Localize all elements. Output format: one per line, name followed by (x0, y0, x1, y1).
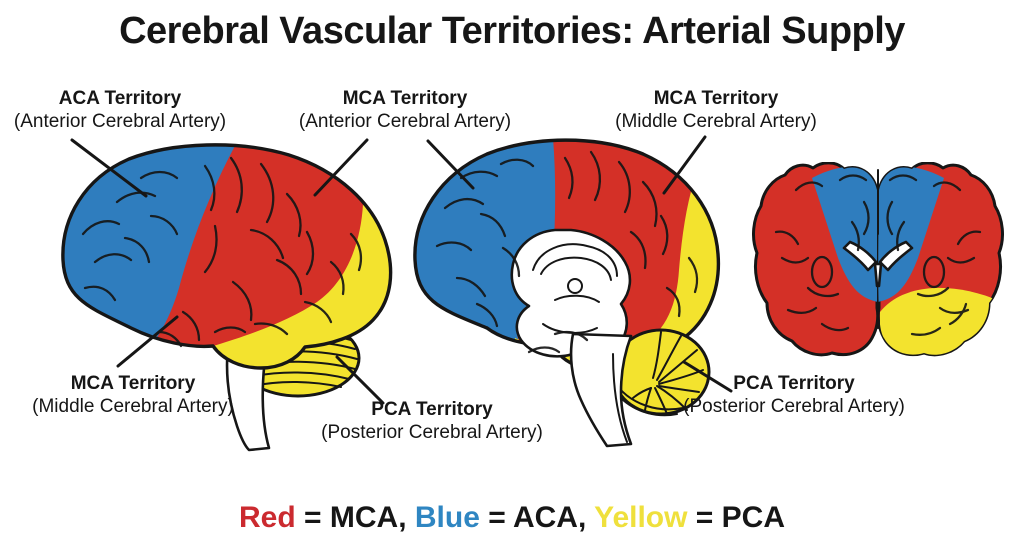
sulci-lines (81, 156, 363, 348)
fourth-ventricle-line (612, 353, 628, 443)
label-subtitle: (Posterior Cerebral Artery) (683, 396, 905, 417)
label-mca-territory-bottom-left: MCA Territory (Middle Cerebral Artery) (13, 372, 253, 418)
sulci-lines (435, 150, 699, 354)
label-title: ACA Territory (58, 88, 182, 109)
label-title: MCA Territory (70, 373, 196, 394)
label-subtitle: (Middle Cerebral Artery) (615, 111, 817, 132)
page-title: Cerebral Vascular Territories: Arterial … (119, 10, 905, 52)
label-mca-territory-top-right: MCA Territory (Middle Cerebral Artery) (596, 87, 836, 133)
label-title: MCA Territory (653, 88, 779, 109)
brainstem (569, 332, 633, 448)
legend-red-term: Red (239, 501, 296, 534)
label-subtitle: (Middle Cerebral Artery) (32, 396, 234, 417)
legend-pca-text: = PCA (687, 501, 785, 534)
label-subtitle: (Anterior Cerebral Artery) (298, 111, 512, 132)
legend-aca-text: = ACA, (479, 501, 595, 534)
legend-mca-text: = MCA, (295, 501, 415, 534)
label-subtitle: (Posterior Cerebral Artery) (321, 422, 543, 443)
label-title: PCA Territory (371, 399, 493, 420)
label-title: PCA Territory (733, 373, 855, 394)
label-subtitle: (Anterior Cerebral Artery) (13, 111, 227, 132)
label-title: MCA Territory (342, 88, 468, 109)
label-mca-territory-top-middle: MCA Territory (Anterior Cerebral Artery) (285, 87, 525, 133)
coronal-view-brain-figure (752, 162, 1004, 357)
label-pca-territory-bottom-middle: PCA Territory (Posterior Cerebral Artery… (308, 398, 556, 444)
sulci-lines (774, 174, 982, 336)
cerebellum (611, 328, 711, 417)
medial-structure-lines (532, 243, 618, 334)
label-aca-territory: ACA Territory (Anterior Cerebral Artery) (0, 87, 240, 133)
legend-blue-term: Blue (414, 501, 480, 534)
lateral-ventricles (842, 240, 914, 288)
color-legend: Red = MCA, Blue = ACA, Yellow = PCA (0, 501, 1024, 535)
legend-yellow-term: Yellow (594, 501, 688, 534)
label-pca-territory-bottom-right: PCA Territory (Posterior Cerebral Artery… (670, 372, 918, 418)
